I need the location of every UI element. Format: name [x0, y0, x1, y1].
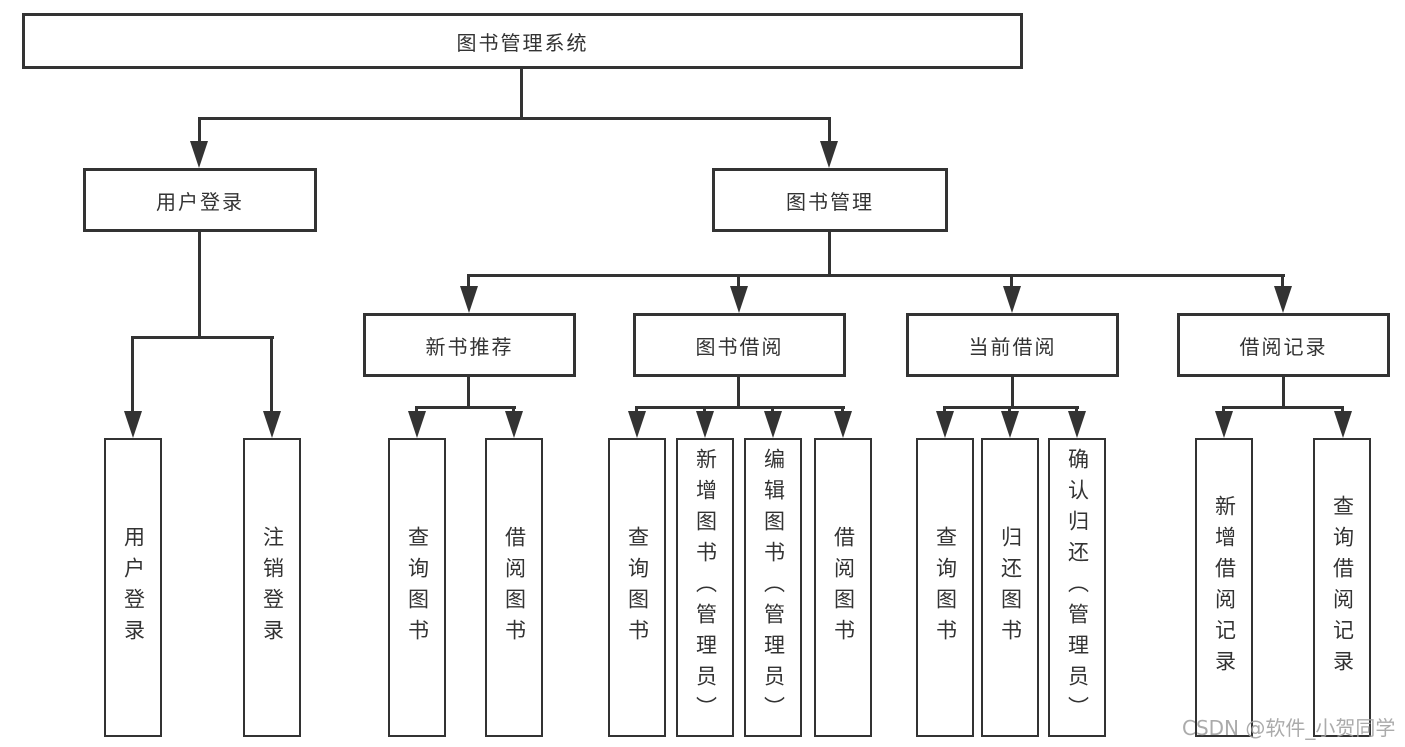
arrow-down-icon [764, 411, 782, 438]
node-label: 借阅记录 [1239, 334, 1328, 359]
node-root: 图书管理系统 [22, 13, 1023, 69]
node-label: 当前借阅 [968, 334, 1057, 359]
arrow-down-icon [263, 411, 281, 438]
connector-line [635, 406, 845, 409]
arrow-down-icon [460, 286, 478, 313]
node-label: 用户登录 [156, 189, 244, 214]
connector-line [467, 274, 470, 290]
connector-line [1011, 377, 1014, 409]
arrow-down-icon [408, 411, 426, 438]
leaf-user-login: 用户登录 [104, 438, 162, 737]
node-label: 编辑图书（管理员） [761, 448, 786, 727]
node-label: 用户登录 [121, 525, 146, 650]
connector-line [198, 117, 831, 120]
arrow-down-icon [936, 411, 954, 438]
connector-line [415, 406, 516, 409]
leaf-borrow-books-recommend: 借阅图书 [485, 438, 543, 737]
node-label: 借阅图书 [831, 525, 856, 650]
connector-line [1075, 406, 1078, 414]
connector-line [635, 406, 638, 414]
arrow-down-icon [834, 411, 852, 438]
connector-line [828, 232, 831, 277]
connector-line [1222, 406, 1344, 409]
arrow-down-icon [190, 141, 208, 168]
connector-line [467, 377, 470, 409]
leaf-borrow-books: 借阅图书 [814, 438, 872, 737]
node-borrowing-records: 借阅记录 [1177, 313, 1390, 377]
leaf-return-books: 归还图书 [981, 438, 1039, 737]
node-book-management: 图书管理 [712, 168, 948, 232]
connector-line [512, 406, 515, 414]
connector-line [737, 377, 740, 409]
connector-line [198, 232, 201, 339]
node-label: 查询图书 [625, 525, 650, 650]
leaf-edit-books-admin: 编辑图书（管理员） [744, 438, 802, 737]
connector-line [198, 117, 201, 145]
connector-line [943, 406, 1079, 409]
connector-line [1010, 274, 1013, 290]
connector-line [131, 336, 274, 339]
node-label: 图书管理 [786, 189, 874, 214]
leaf-add-books-admin: 新增图书（管理员） [676, 438, 734, 737]
connector-line [737, 274, 740, 290]
node-user-login: 用户登录 [83, 168, 317, 232]
connector-line [1341, 406, 1344, 414]
node-label: 图书借阅 [695, 334, 784, 359]
node-new-book-recommendation: 新书推荐 [363, 313, 576, 377]
watermark: CSDN @软件_小贺同学 [1182, 716, 1396, 740]
connector-line [270, 336, 273, 414]
node-label: 确认归还（管理员） [1065, 448, 1090, 727]
node-book-borrowing: 图书借阅 [633, 313, 846, 377]
connector-line [415, 406, 418, 414]
arrow-down-icon [505, 411, 523, 438]
node-current-borrowing: 当前借阅 [906, 313, 1119, 377]
arrow-down-icon [628, 411, 646, 438]
arrow-down-icon [1334, 411, 1352, 438]
leaf-confirm-return-admin: 确认归还（管理员） [1048, 438, 1106, 737]
node-label: 新增借阅记录 [1212, 494, 1237, 681]
node-label: 借阅图书 [502, 525, 527, 650]
connector-line [131, 336, 134, 414]
connector-line [841, 406, 844, 414]
node-label: 查询图书 [405, 525, 430, 650]
connector-line [703, 406, 706, 414]
connector-line [771, 406, 774, 414]
arrow-down-icon [1001, 411, 1019, 438]
node-label: 查询图书 [933, 525, 958, 650]
node-label: 归还图书 [998, 525, 1023, 650]
connector-line [1222, 406, 1225, 414]
leaf-query-borrow-record: 查询借阅记录 [1313, 438, 1371, 737]
connector-line [520, 69, 523, 118]
arrow-down-icon [730, 286, 748, 313]
connector-line [467, 274, 1285, 277]
connector-line [1008, 406, 1011, 414]
arrow-down-icon [1274, 286, 1292, 313]
node-label: 新书推荐 [425, 334, 514, 359]
leaf-query-books-recommend: 查询图书 [388, 438, 446, 737]
leaf-query-books-borrow: 查询图书 [608, 438, 666, 737]
arrow-down-icon [124, 411, 142, 438]
connector-line [943, 406, 946, 414]
leaf-add-borrow-record: 新增借阅记录 [1195, 438, 1253, 737]
node-label: 注销登录 [260, 525, 285, 650]
connector-line [1281, 274, 1284, 290]
leaf-logout: 注销登录 [243, 438, 301, 737]
connector-line [1282, 377, 1285, 409]
arrow-down-icon [1003, 286, 1021, 313]
node-label: 新增图书（管理员） [693, 448, 718, 727]
arrow-down-icon [820, 141, 838, 168]
connector-line [828, 117, 831, 145]
arrow-down-icon [1068, 411, 1086, 438]
node-label: 图书管理系统 [456, 30, 589, 55]
arrow-down-icon [1215, 411, 1233, 438]
arrow-down-icon [696, 411, 714, 438]
node-label: 查询借阅记录 [1330, 494, 1355, 681]
leaf-query-books-current: 查询图书 [916, 438, 974, 737]
